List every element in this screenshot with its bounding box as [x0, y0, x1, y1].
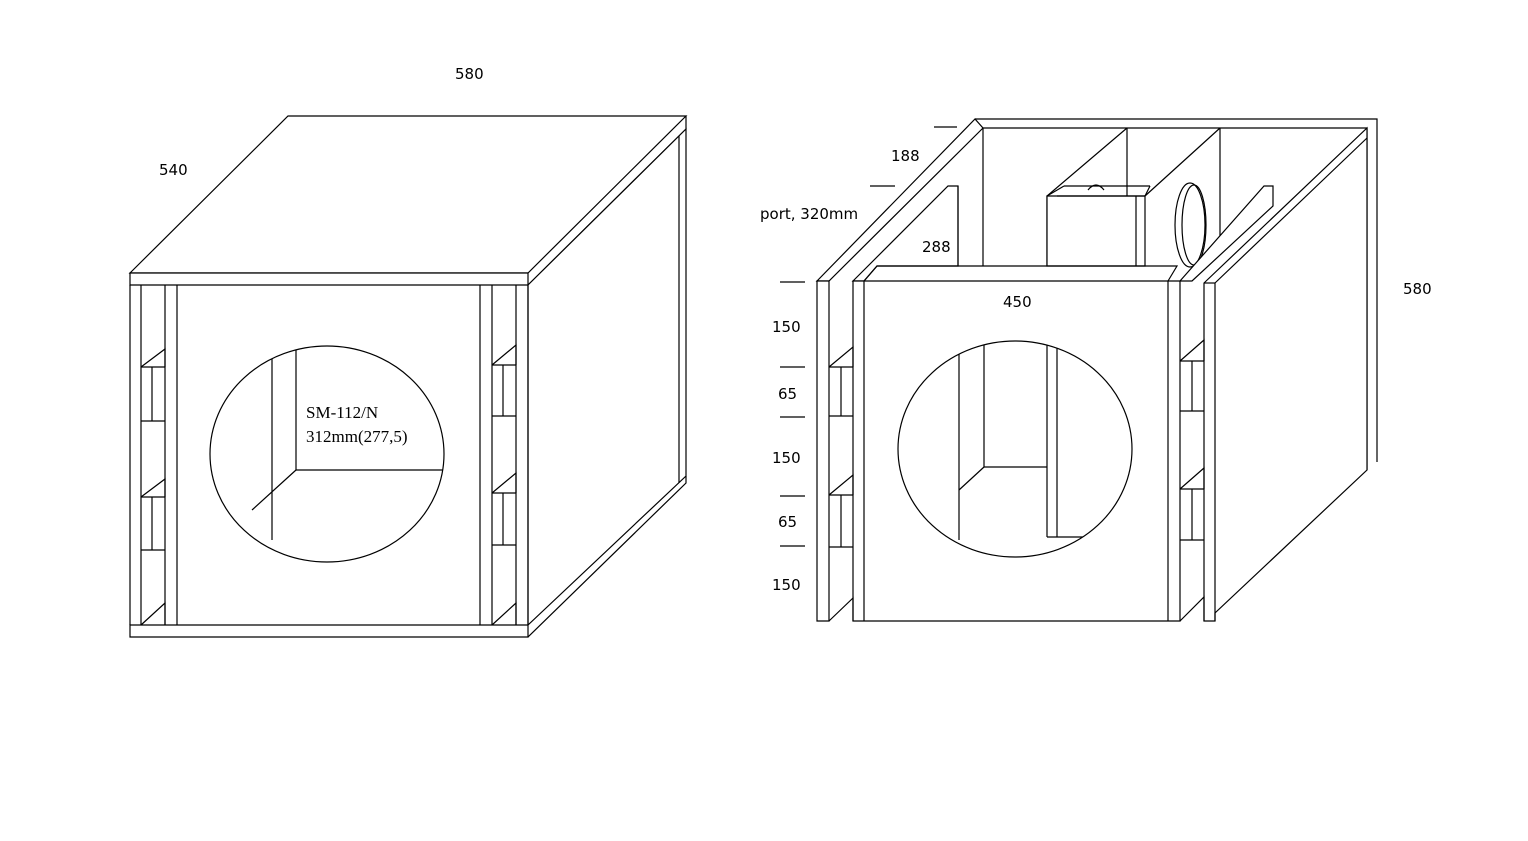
right-enclosure: 188 port, 320mm 288 450 580 150 65 150 6…: [760, 118, 1432, 622]
stack-dim-1: 150: [772, 318, 801, 336]
left-slots-left: [140, 347, 166, 626]
left-dim-top: 580: [455, 65, 484, 83]
stack-dim-5: 150: [772, 576, 801, 594]
left-top-panel-edge: [129, 272, 529, 286]
right-left-side-front: [816, 280, 830, 622]
port-label: port, 320mm: [760, 205, 858, 223]
stack-dim-2: 65: [778, 385, 797, 403]
left-inner-view: [251, 346, 444, 540]
right-slots-right: [1179, 338, 1205, 622]
driver-size-label: 312mm(277,5): [306, 427, 408, 446]
dim-depth: 580: [1403, 280, 1432, 298]
right-slots-left: [828, 345, 854, 622]
left-slots-right: [491, 343, 517, 626]
left-dim-side: 540: [159, 161, 188, 179]
port-box: [1046, 195, 1146, 267]
left-enclosure: SM-112/N 312mm(277,5) 580 540: [128, 65, 688, 638]
dim-inner-depth: 288: [922, 238, 951, 256]
dim-inner-width: 450: [1003, 293, 1032, 311]
right-right-side: [1203, 126, 1368, 622]
dimension-ticks: [780, 126, 957, 547]
driver-model-label: SM-112/N: [306, 403, 378, 422]
port-tube: [1174, 182, 1206, 268]
right-front-baffle: [852, 280, 1181, 622]
stack-dim-3: 150: [772, 449, 801, 467]
right-driver-cutout: [897, 340, 1133, 558]
left-bottom-panel-edge: [129, 624, 529, 638]
stack-dim-4: 65: [778, 513, 797, 531]
right-inner-right-board: [1178, 185, 1274, 282]
left-driver-cutout: [209, 345, 445, 563]
dim-port-depth: 188: [891, 147, 920, 165]
